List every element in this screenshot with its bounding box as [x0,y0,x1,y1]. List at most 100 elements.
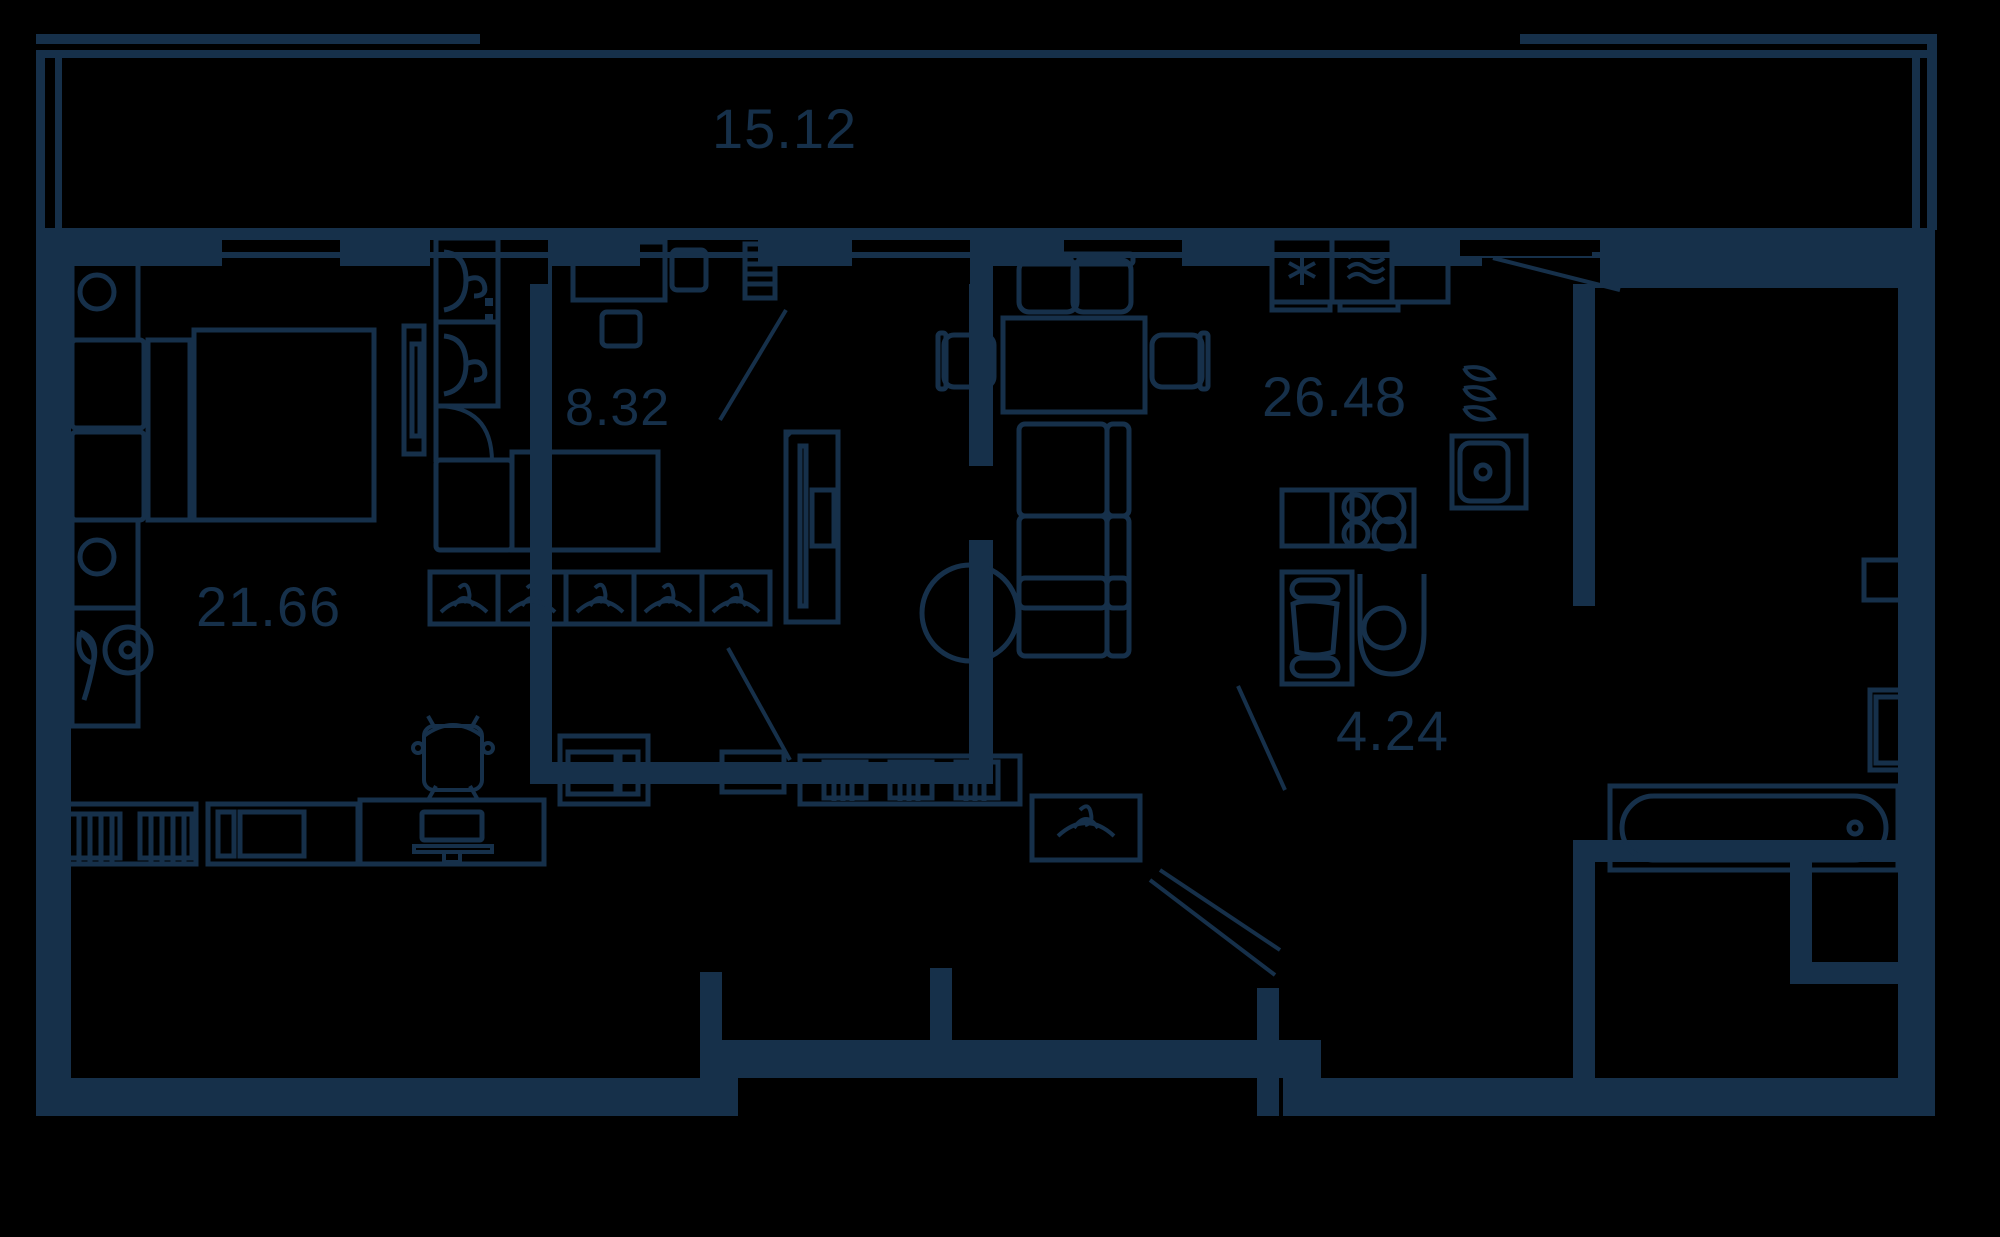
tall-cabinet-inner [409,341,423,439]
hall-niche [719,749,787,795]
toilet-icon [1357,574,1427,677]
radiator-icon-h1 [821,759,869,801]
radiator-recess [59,801,199,867]
hanger-closet [1029,793,1143,863]
tv-side [215,809,237,859]
balcony-outline [36,34,1937,230]
keyboard-icon [419,809,485,843]
round-coffee-table [919,562,1021,664]
sink-bowl-bottom [443,333,469,397]
lamp-icon-2 [77,537,117,577]
wall-kitchen-top [1573,266,1903,288]
wall-bath-top [1573,840,1903,862]
dining-table [1000,315,1148,415]
radiator-icon-2 [137,811,195,862]
wall-bedroom-right-top [969,266,993,466]
pillow-top [69,337,147,431]
sconce-icon-b [76,630,97,665]
hall-cabinet [557,733,651,807]
small-basin [1861,557,1923,603]
headboard [145,337,193,523]
round-side-table-center [118,640,138,660]
hall-radiator-recess [797,753,1023,807]
entry-door-icon [1492,256,1621,292]
wall-bedroom-left [530,266,552,784]
area-label-bathroom: 4.24 [1336,699,1449,762]
door-swing-arc [435,404,494,463]
towel-radiator [1867,687,1928,773]
wardrobe-hangers [427,569,773,627]
faucet-top [465,275,488,299]
bed-mattress [191,327,377,523]
entry-door-leaf [1460,240,1592,256]
small-desk [570,239,668,303]
desk-chair [599,309,643,349]
wall-dot-2 [485,314,493,322]
door-handle [809,487,837,549]
bathtub [1607,783,1901,873]
small-bedroom-furniture [401,235,841,627]
bottom-wall-left [36,1078,736,1116]
waves-icon [1346,252,1386,284]
tv-screen [237,809,307,859]
wall-dot-1 [485,298,493,306]
left-exterior-wall [36,228,71,1116]
bathroom-furniture [1279,557,1928,873]
kitchen-sink [1449,433,1529,511]
hallway-furniture [557,733,1143,863]
bed-single [509,449,661,553]
living-kitchen-furniture [919,235,1529,664]
small-stool [669,247,709,293]
counter-edge-2 [1337,299,1401,313]
door-panel-right [783,429,841,625]
wall-hall-stub [930,968,952,1040]
radiator-icon-h3 [953,759,1001,801]
bottom-step-left [700,1040,738,1116]
sofa [1016,421,1132,659]
wall-hall-right [1257,988,1279,1116]
hall-cabinet-door2 [617,749,641,797]
sink-cabinet-bottom [433,319,501,409]
monitor-icon [412,844,494,864]
wall-hall-stub2 [700,972,722,1042]
shelf-unit [742,241,778,301]
dining-chair-right [1149,330,1211,392]
drying-rack-icon [1462,365,1498,422]
pillow-bottom [69,429,147,523]
cabinet-box [1389,235,1451,305]
door-panel-inner [797,443,809,609]
faucet-bottom [465,359,488,383]
cooktop-icon [1279,487,1417,552]
bottom-wall-right [1285,1078,1935,1116]
wall-bath-left [1573,840,1595,1116]
master-bedroom-furniture [59,249,547,867]
area-label-master-bedroom: 21.66 [196,575,342,638]
round-side-table [102,624,154,676]
area-label-balcony: 15.12 [712,97,858,160]
wall-kitchen-left [1573,266,1595,606]
bottom-wall-mid [700,1040,1320,1078]
lamp-icon [77,272,117,312]
radiator-icon-1 [65,811,123,862]
dining-chair-top-2 [1068,251,1136,315]
wall-bath-inner2 [1790,962,1920,984]
area-label-living-kitchen: 26.48 [1262,365,1408,428]
top-exterior-wall [36,228,1935,266]
radiator-icon-h2 [887,759,935,801]
tall-cabinet [401,323,427,457]
bed-pillow [433,457,515,553]
bed-mattress-upper [191,327,377,523]
walls-group [36,34,1937,1116]
office-chair-icon [411,715,495,801]
dining-chair-left [935,330,997,392]
hall-cabinet-door [565,749,619,797]
area-label-small-bedroom: 8.32 [565,379,671,437]
wall-bath-inner [1790,862,1812,984]
counter-edge-1 [1269,299,1333,313]
leader-lines [718,308,1287,977]
snowflake-icon [1288,255,1316,285]
wall-bedroom-bottom [530,762,993,784]
shower-column [1279,569,1355,687]
